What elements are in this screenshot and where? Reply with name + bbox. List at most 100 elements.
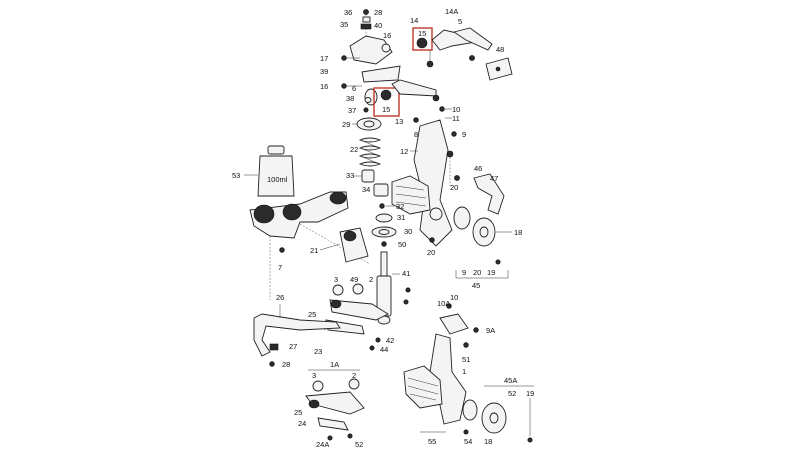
callout-40: 40 (374, 21, 382, 30)
callout-6: 6 (352, 84, 356, 93)
bolt-20-upper (454, 175, 460, 181)
bushing-2-inset (348, 378, 360, 390)
callout-11: 11 (452, 114, 460, 123)
callout-20-bottom: 20 (473, 268, 481, 277)
nut-44 (369, 345, 375, 351)
bolt-9A (473, 327, 479, 333)
callout-41: 41 (402, 269, 410, 278)
callout-33: 33 (346, 171, 354, 180)
callout-37: 37 (348, 106, 356, 115)
callout-13: 13 (395, 117, 403, 126)
callout-53: 53 (232, 171, 240, 180)
washer-31 (375, 213, 393, 223)
washer-35 (362, 16, 371, 23)
subframe-mount-mid (282, 203, 302, 221)
callout-14A: 14A (445, 7, 458, 16)
callout-8: 8 (414, 130, 418, 139)
wishbone-bushing (343, 230, 357, 242)
bolt-9-upper (451, 131, 457, 137)
callout-15-upper: 15 (418, 29, 426, 38)
callout-25-inset: 25 (294, 408, 302, 417)
transverse-link (329, 299, 389, 321)
nut-16a (381, 43, 391, 53)
callout-16-left: 16 (320, 82, 328, 91)
bushing-49 (352, 283, 364, 295)
callout-45: 45 (472, 281, 480, 290)
callout-22: 22 (350, 145, 358, 154)
stabilizer-bar-23 (253, 313, 341, 357)
callout-39: 39 (320, 67, 328, 76)
nut-37 (363, 107, 369, 113)
nut-50 (381, 241, 387, 247)
callout-3-upper: 3 (334, 275, 338, 284)
inset-1A (305, 369, 365, 441)
callout-30: 30 (404, 227, 412, 236)
callout-52-right: 52 (508, 389, 516, 398)
callout-29: 29 (342, 120, 350, 129)
callout-52-inset: 52 (355, 440, 363, 449)
callout-26: 26 (276, 293, 284, 302)
bolt-19-upper (495, 259, 501, 265)
callout-28: 28 (374, 8, 382, 17)
callout-51: 51 (462, 355, 470, 364)
callout-2-upper: 2 (369, 275, 373, 284)
callout-23: 23 (314, 347, 322, 356)
callout-35: 35 (340, 20, 348, 29)
coil-spring-22 (358, 137, 382, 167)
callout-28-lower: 28 (282, 360, 290, 369)
callout-3-inset: 3 (312, 371, 316, 380)
callout-9-bottom: 9 (462, 268, 466, 277)
bump-stop-33 (361, 169, 375, 183)
upper-mount-plate (361, 65, 401, 83)
bolt-51 (463, 342, 469, 348)
control-arm-13 (391, 79, 437, 97)
nut-32 (379, 203, 385, 209)
wheel-bearing-18 (453, 206, 471, 230)
callout-46: 46 (474, 164, 482, 173)
bushing-40 (360, 23, 372, 30)
callout-31: 31 (397, 213, 405, 222)
subframe-mount-right (329, 191, 347, 205)
callout-2-inset: 2 (352, 371, 356, 380)
bolt-43 (446, 150, 454, 158)
callout-1A: 1A (330, 360, 339, 369)
ball-joint-14A (469, 55, 475, 61)
callout-20-lower: 20 (427, 248, 435, 257)
bushing-3-inset (312, 380, 324, 392)
callout-9-upper: 9 (462, 130, 466, 139)
bushing-3-upper (332, 284, 344, 296)
callout-10A: 10A (437, 299, 450, 308)
callout-7: 7 (278, 263, 282, 272)
callout-34: 34 (362, 185, 370, 194)
callout-16-top: 16 (383, 31, 391, 40)
fluid-bottle-53: 100ml (257, 145, 295, 197)
wheel-bearing-lower (462, 399, 478, 421)
callout-20-upper: 20 (450, 183, 458, 192)
callout-10-lower: 10 (450, 293, 458, 302)
bolt-10-lower (446, 303, 452, 309)
callout-19-bottom: 19 (487, 268, 495, 277)
upper-arm-14A (452, 27, 493, 51)
callout-19-right: 19 (526, 389, 534, 398)
bushing-15-upper (416, 37, 428, 49)
abs-bracket-46 (473, 173, 505, 215)
callout-48: 48 (496, 45, 504, 54)
callout-18-lower: 18 (484, 437, 492, 446)
bolt-17 (341, 55, 347, 61)
callout-27: 27 (289, 342, 297, 351)
bolt-7 (279, 247, 285, 253)
bolt-20-lower (429, 237, 435, 243)
callout-54: 54 (464, 437, 472, 446)
callout-36: 36 (344, 8, 352, 17)
bushing-15-lower (380, 89, 392, 101)
bolt-16b (341, 83, 347, 89)
callout-10-upper: 10 (452, 105, 460, 114)
cv-boot-upper (391, 175, 431, 215)
callout-55: 55 (428, 437, 436, 446)
subframe-mount-left (253, 204, 275, 224)
bolt-10-upper (439, 106, 445, 112)
callout-47: 47 (490, 174, 498, 183)
nut-42 (375, 337, 381, 343)
callout-44: 44 (380, 345, 388, 354)
clamp-27 (269, 343, 279, 351)
